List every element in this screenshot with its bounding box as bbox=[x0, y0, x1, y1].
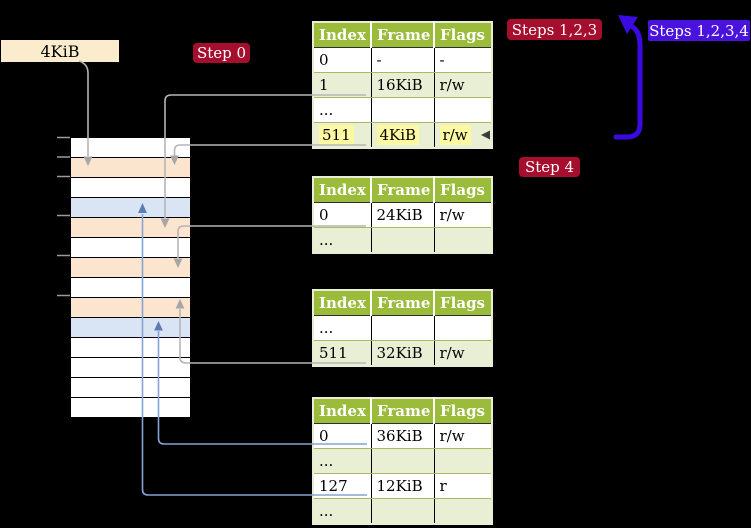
recursive-loop-arrowhead bbox=[618, 15, 638, 34]
column-header-frame: Frame bbox=[371, 177, 435, 203]
table-cell: r/w bbox=[434, 423, 492, 449]
recursive-loop-arrow bbox=[613, 22, 643, 140]
table-cell: 0 bbox=[313, 47, 372, 73]
memory-frame-row-empty bbox=[71, 398, 190, 417]
table-row: 0-- bbox=[313, 47, 492, 73]
table-cell: r bbox=[434, 473, 492, 499]
memory-frame-row-empty bbox=[71, 138, 190, 158]
table-cell bbox=[371, 315, 435, 341]
table-cell bbox=[434, 227, 492, 253]
table-row: ... bbox=[313, 227, 492, 253]
steps-1-2-3-badge: Steps 1,2,3 bbox=[507, 19, 602, 40]
table-cell: 0 bbox=[313, 423, 372, 449]
table-cell: ... bbox=[313, 498, 372, 524]
column-header-flags: Flags bbox=[434, 398, 492, 424]
table-row: 511 4KiB r/w bbox=[313, 122, 492, 148]
column-header-flags: Flags bbox=[434, 290, 492, 316]
memory-frame-row-page-table bbox=[71, 258, 190, 278]
memory-frame-row-empty bbox=[71, 278, 190, 298]
table-cell: r/w bbox=[434, 202, 492, 228]
table-cell: 4KiB bbox=[371, 122, 435, 148]
table-cell: r/w bbox=[434, 340, 492, 366]
table-cell: - bbox=[434, 47, 492, 73]
highlighted-value: 511 bbox=[319, 125, 354, 145]
table-cell: 16KiB bbox=[371, 72, 435, 98]
column-header-frame: Frame bbox=[371, 290, 435, 316]
table-cell: 12KiB bbox=[371, 473, 435, 499]
table-cell: 24KiB bbox=[371, 202, 435, 228]
table-cell: 1 bbox=[313, 72, 372, 98]
memory-frame-row-empty bbox=[71, 358, 190, 378]
column-header-flags: Flags bbox=[434, 22, 492, 48]
table-cell: 511 bbox=[313, 122, 372, 148]
table-cell: - bbox=[371, 47, 435, 73]
table-cell bbox=[434, 448, 492, 474]
memory-frame-row-mapped bbox=[71, 198, 190, 218]
table-row: ... bbox=[313, 498, 492, 524]
memory-frame-row-mapped bbox=[71, 318, 190, 338]
table-row: ... bbox=[313, 315, 492, 341]
table-cell: ... bbox=[313, 448, 372, 474]
memory-column bbox=[70, 137, 191, 418]
column-header-index: Index bbox=[313, 290, 372, 316]
memory-frame-row-empty bbox=[71, 378, 190, 398]
table-cell: r/w bbox=[434, 122, 492, 148]
memory-frame-row-empty bbox=[71, 338, 190, 358]
table-cell bbox=[371, 227, 435, 253]
steps-1-2-3-4-badge: Steps 1,2,3,4 bbox=[648, 20, 750, 41]
memory-address-ticks bbox=[57, 136, 70, 297]
table-row: ... bbox=[313, 97, 492, 123]
memory-frame-row-page-table bbox=[71, 298, 190, 318]
column-header-index: Index bbox=[313, 177, 372, 203]
table-cell bbox=[371, 498, 435, 524]
memory-frame-row-empty bbox=[71, 178, 190, 198]
memory-frame-row-page-table bbox=[71, 218, 190, 238]
column-header-flags: Flags bbox=[434, 177, 492, 203]
table-cell: ... bbox=[313, 315, 372, 341]
table-cell bbox=[434, 498, 492, 524]
cr3-frame-label: 4KiB bbox=[1, 40, 119, 62]
table-cell: 0 bbox=[313, 202, 372, 228]
table-cell: r/w bbox=[434, 72, 492, 98]
column-header-frame: Frame bbox=[371, 398, 435, 424]
table-row: ... bbox=[313, 448, 492, 474]
table-cell bbox=[371, 97, 435, 123]
table-cell: 32KiB bbox=[371, 340, 435, 366]
memory-frame-row-page-table bbox=[71, 158, 190, 178]
table-cell bbox=[434, 315, 492, 341]
step4-badge: Step 4 bbox=[519, 157, 580, 177]
memory-frame-row-empty bbox=[71, 238, 190, 258]
table-cell: 511 bbox=[313, 340, 372, 366]
column-header-frame: Frame bbox=[371, 22, 435, 48]
table-cell bbox=[434, 97, 492, 123]
highlighted-value: 4KiB bbox=[376, 125, 420, 145]
highlighted-value: r/w bbox=[439, 125, 471, 145]
table-cell: ... bbox=[313, 97, 372, 123]
column-header-index: Index bbox=[313, 22, 372, 48]
column-header-index: Index bbox=[313, 398, 372, 424]
table-cell: 36KiB bbox=[371, 423, 435, 449]
step0-badge: Step 0 bbox=[193, 43, 250, 63]
table-cell: 127 bbox=[313, 473, 372, 499]
table-cell: ... bbox=[313, 227, 372, 253]
table-cell bbox=[371, 448, 435, 474]
